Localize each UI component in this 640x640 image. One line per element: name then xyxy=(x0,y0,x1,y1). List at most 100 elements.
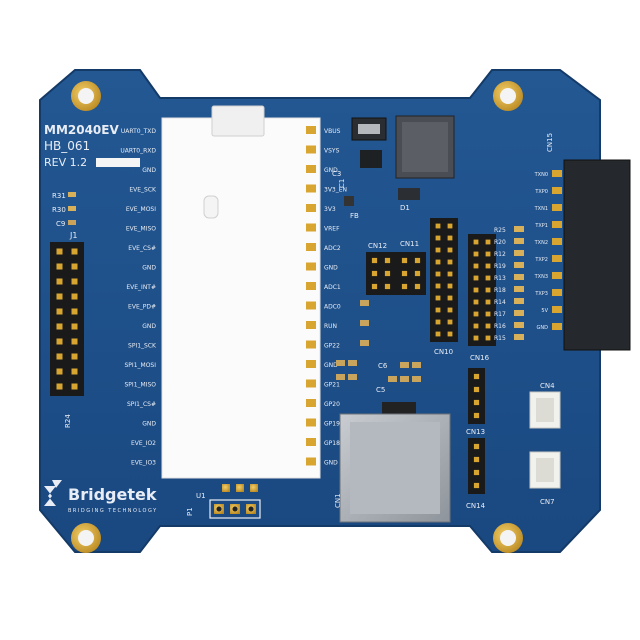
pin-label: GND xyxy=(324,167,338,174)
cn16-pin xyxy=(473,251,479,257)
cn11-pin xyxy=(401,270,408,277)
cn10-header[interactable] xyxy=(430,218,458,342)
cn16-pin xyxy=(485,335,491,341)
c3-label: C3 xyxy=(332,170,341,178)
pin-label: GND xyxy=(142,323,156,330)
cn10-pin xyxy=(435,247,441,253)
resistor-label: R17 xyxy=(494,311,506,318)
usb-port[interactable] xyxy=(211,105,265,137)
pin-label: VREF xyxy=(324,226,340,233)
board-model-label: MM2040EV xyxy=(44,123,119,137)
resistor-label: R13 xyxy=(494,275,506,282)
cn11-pin xyxy=(414,257,421,264)
smd-passive xyxy=(348,374,357,380)
cn10-pin xyxy=(435,331,441,337)
cn14-header[interactable] xyxy=(468,438,485,494)
module-pad xyxy=(306,457,316,466)
p1-pads[interactable] xyxy=(209,499,261,519)
brand-tagline: BRIDGING TECHNOLOGY xyxy=(68,508,158,514)
cn11-pin xyxy=(414,270,421,277)
pin-label: VBUS xyxy=(324,128,341,135)
boot-button[interactable] xyxy=(203,195,219,219)
module-pad xyxy=(306,243,316,251)
pin-label: GND xyxy=(324,265,338,272)
d1-diode xyxy=(398,188,420,200)
j1-pin xyxy=(71,338,78,345)
pin-label: UART0_RXD xyxy=(120,148,156,155)
sd-card-inner xyxy=(350,422,440,514)
cn15-pin xyxy=(552,238,562,245)
module-pad xyxy=(306,204,316,212)
j1-pin xyxy=(71,368,78,375)
pin-label: EVE_MISO xyxy=(126,226,156,233)
cn15-pin xyxy=(552,221,562,228)
resistor-label: R20 xyxy=(494,239,506,246)
module-pad xyxy=(306,184,316,193)
smd-passive xyxy=(360,320,369,326)
resistor xyxy=(514,238,524,244)
resistor-label: R18 xyxy=(494,287,506,294)
module-pad xyxy=(306,223,316,232)
cn11-header[interactable] xyxy=(396,252,426,295)
cn11-label: CN11 xyxy=(400,240,419,248)
module-pad xyxy=(306,379,316,388)
brand-name: Bridgetek xyxy=(68,485,157,504)
cn16-pin xyxy=(485,263,491,269)
smd-passive xyxy=(360,340,369,346)
resistor xyxy=(514,298,524,304)
smd-passive xyxy=(412,362,421,368)
cn10-pin xyxy=(447,283,453,289)
cn16-pin xyxy=(473,299,479,305)
pin-label: ADC2 xyxy=(324,245,341,252)
cn14-pin xyxy=(473,456,480,463)
j1-pin xyxy=(71,383,78,390)
c1-label: C1 xyxy=(338,179,346,188)
resistor xyxy=(514,250,524,256)
cn15-pin-label: TXP2 xyxy=(534,257,548,263)
cn15-pin-label: TXP3 xyxy=(534,291,548,297)
power-switch-lever[interactable] xyxy=(358,124,380,134)
fb-label: FB xyxy=(350,212,359,220)
module-pad xyxy=(306,418,316,427)
c6-label: C6 xyxy=(378,362,388,370)
cn16-pin xyxy=(485,287,491,293)
sd-buffer-chip xyxy=(382,402,416,414)
cn10-pin xyxy=(447,247,453,253)
j1-pin xyxy=(71,293,78,300)
cn16-header[interactable] xyxy=(468,234,496,346)
pin-label: GND xyxy=(142,421,156,428)
pin-label: GND xyxy=(324,460,338,467)
resistor-label: R25 xyxy=(494,227,506,234)
module-pad xyxy=(306,282,316,290)
j1-pin xyxy=(71,323,78,330)
j1-pin xyxy=(56,323,63,330)
smd-passive xyxy=(360,300,369,306)
module-pad xyxy=(306,399,316,407)
cn14-pin xyxy=(473,443,480,450)
cn13-header[interactable] xyxy=(468,368,485,424)
resistor xyxy=(514,262,524,268)
cn16-pin xyxy=(485,251,491,257)
module-pad xyxy=(306,126,316,134)
cn16-pin xyxy=(485,299,491,305)
cn10-pin xyxy=(435,235,441,241)
j1-header[interactable] xyxy=(50,242,84,396)
r30-resistor xyxy=(68,206,76,211)
cn13-label: CN13 xyxy=(466,428,485,436)
cn12-header[interactable] xyxy=(366,252,396,295)
cn15-pin-label: TXN2 xyxy=(534,240,548,246)
resistor-label: R12 xyxy=(494,251,506,258)
cn10-pin xyxy=(447,319,453,325)
cn10-pin xyxy=(435,307,441,313)
j1-pin xyxy=(56,308,63,315)
pin-label: EVE_IO2 xyxy=(131,440,156,447)
smd-passive xyxy=(388,376,397,382)
cn12-pin xyxy=(371,257,378,264)
resistor-label: R14 xyxy=(494,299,506,306)
pin-label: GND xyxy=(324,362,338,369)
j1-label: J1 xyxy=(69,231,77,240)
cn13-pin xyxy=(473,399,480,406)
cn15-connector[interactable] xyxy=(563,159,631,351)
pin-label: EVE_CS# xyxy=(128,245,156,252)
module-pad xyxy=(306,321,316,329)
